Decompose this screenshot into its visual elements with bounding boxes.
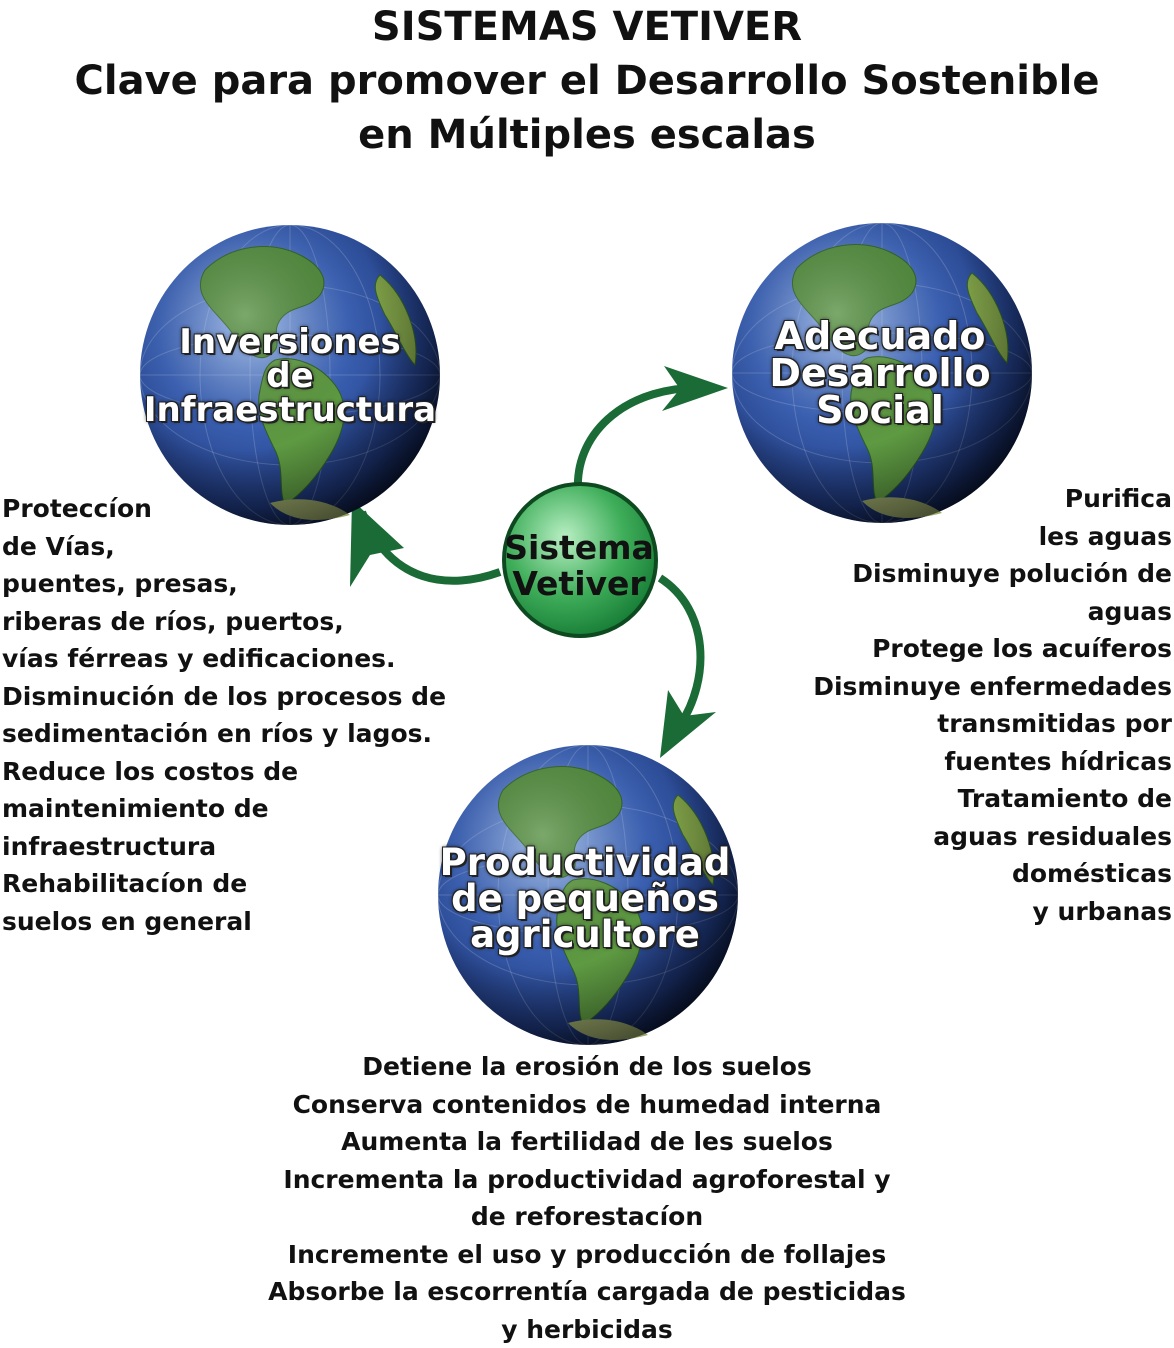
arrowhead-agriculture bbox=[660, 690, 716, 758]
list-item: de Vías, bbox=[2, 531, 115, 561]
globe-label-line: de pequeños bbox=[451, 877, 719, 920]
center-label-line: Vetiver bbox=[512, 564, 646, 603]
infrastructure-benefits-list: Proteccíon de Vías, puentes, presas, rib… bbox=[2, 490, 446, 940]
globe-label-line: Desarrollo bbox=[769, 351, 991, 395]
list-item: Disminución de los procesos de bbox=[2, 681, 447, 711]
center-node bbox=[502, 482, 658, 638]
list-item: les aguas bbox=[1038, 521, 1172, 551]
arrowhead-infrastructure bbox=[350, 500, 404, 587]
globe-label-line: Social bbox=[816, 388, 944, 432]
list-item: Rehabilitacíon de bbox=[2, 869, 248, 898]
list-item: Incrementa la productividad agroforestal… bbox=[283, 1164, 891, 1194]
globe-label-line: agricultore bbox=[470, 913, 700, 956]
globe-label-agriculture: Productividad de pequeños agricultore bbox=[435, 841, 735, 956]
list-item: fuentes hídricas bbox=[944, 746, 1172, 776]
social-benefits-list: Purifica les aguas Disminuye polución de… bbox=[813, 480, 1172, 930]
list-item: infraestructura bbox=[2, 831, 217, 861]
list-item: y urbanas bbox=[1032, 896, 1172, 926]
list-item: puentes, presas, bbox=[2, 569, 238, 598]
list-item: Disminuye polución de bbox=[852, 559, 1172, 588]
list-item: aguas bbox=[1087, 596, 1172, 626]
list-item: Detiene la erosión de los suelos bbox=[362, 1052, 812, 1081]
globe-label-line: Infraestructura bbox=[143, 390, 437, 430]
center-label-line: Sistema bbox=[504, 528, 654, 567]
list-item: Proteccíon bbox=[2, 494, 152, 523]
title-line-1: SISTEMAS VETIVER bbox=[371, 4, 803, 50]
list-item: Disminuye enfermedades bbox=[813, 671, 1172, 701]
arrow-to-agriculture bbox=[657, 574, 705, 728]
globe-label-line: Inversiones bbox=[179, 322, 401, 362]
list-item: Reduce los costos de bbox=[2, 756, 299, 786]
center-node-label: Sistema Vetiver bbox=[497, 530, 661, 602]
list-item: Purifica bbox=[1064, 484, 1172, 513]
agriculture-benefits-list: Detiene la erosión de los suelos Conserv… bbox=[180, 1048, 994, 1348]
globe-label-line: Productividad bbox=[439, 841, 731, 884]
list-item: de reforestacíon bbox=[470, 1202, 704, 1231]
globe-label-social: Adecuado Desarrollo Social bbox=[730, 314, 1030, 432]
list-item: transmitidas por bbox=[937, 709, 1172, 738]
list-item: maintenimiento de bbox=[2, 794, 269, 823]
list-item: riberas de ríos, puertos, bbox=[2, 606, 344, 636]
globe-label-line: de bbox=[266, 356, 314, 396]
list-item: aguas residuales bbox=[933, 821, 1172, 851]
list-item: Protege los acuíferos bbox=[872, 634, 1172, 663]
list-item: Absorbe la escorrentía cargada de pestic… bbox=[268, 1277, 906, 1306]
list-item: sedimentación en ríos y lagos. bbox=[2, 719, 432, 748]
list-item: y herbicidas bbox=[501, 1314, 673, 1344]
list-item: suelos en general bbox=[2, 906, 252, 936]
list-item: vías férreas y edificaciones. bbox=[2, 644, 396, 673]
title-line-3: en Múltiples escalas bbox=[358, 112, 816, 158]
arrow-to-social bbox=[573, 383, 706, 491]
globe-label-line: Adecuado bbox=[774, 314, 986, 358]
list-item: Aumenta la fertilidad de les suelos bbox=[341, 1127, 833, 1156]
list-item: Conserva contenidos de humedad interna bbox=[292, 1089, 882, 1119]
globe-label-infrastructure: Inversiones de Infraestructura bbox=[140, 325, 440, 427]
list-item: domésticas bbox=[1011, 859, 1172, 888]
title-line-2: Clave para promover el Desarrollo Sosten… bbox=[74, 58, 1100, 104]
list-item: Tratamiento de bbox=[957, 784, 1172, 813]
arrowhead-social bbox=[662, 366, 728, 411]
list-item: Incremente el uso y producción de follaj… bbox=[287, 1239, 887, 1269]
